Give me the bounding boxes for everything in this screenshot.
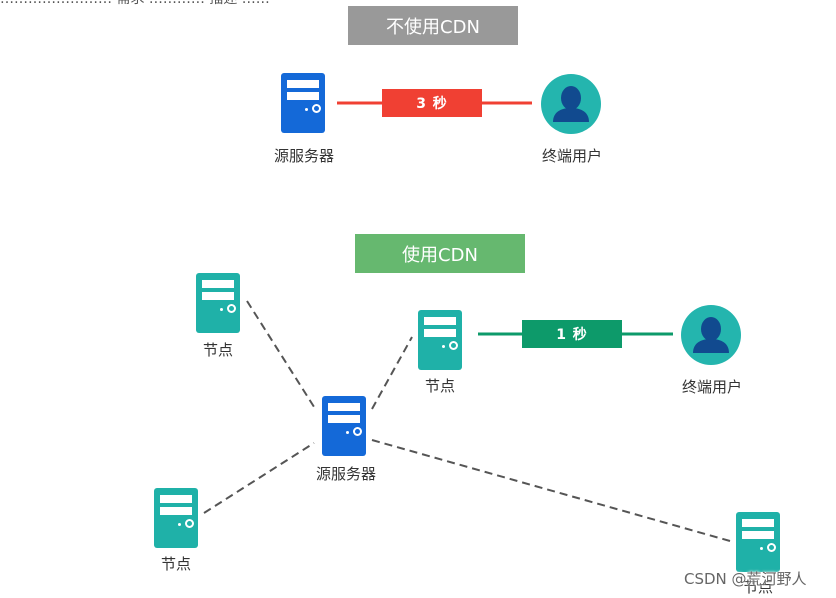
dashed-line-bottom-right-node xyxy=(371,439,731,542)
dashed-line-bottom-left-node xyxy=(203,442,315,514)
user-icon xyxy=(693,317,729,353)
dashed-line-center-node xyxy=(371,336,413,410)
without-cdn-banner: 不使用CDN xyxy=(348,6,518,45)
node-icon-bottom-right xyxy=(736,512,780,572)
node-label-bottom-left: 节点 xyxy=(160,555,191,573)
node-icon-center xyxy=(418,310,462,370)
node-label-top-left: 节点 xyxy=(202,341,233,359)
end-user-avatar-bottom xyxy=(681,305,741,365)
end-user-label-top: 终端用户 xyxy=(541,147,602,165)
node-label-center: 节点 xyxy=(424,377,455,395)
without-cdn-time-badge: 3 秒 xyxy=(382,89,482,117)
user-icon xyxy=(553,86,589,122)
node-label-bottom-right: 节点 xyxy=(742,578,773,596)
with-cdn-banner: 使用CDN xyxy=(355,234,525,273)
watermark: CSDN @荒河野人 xyxy=(684,570,807,588)
with-cdn-time-badge: 1 秒 xyxy=(522,320,622,348)
node-icon-top-left xyxy=(196,273,240,333)
node-icon-bottom-left xyxy=(154,488,198,548)
end-user-label-bottom: 终端用户 xyxy=(681,378,742,396)
origin-server-label-bottom: 源服务器 xyxy=(315,465,376,483)
origin-server-icon-bottom xyxy=(322,396,366,456)
origin-server-label-top: 源服务器 xyxy=(273,147,334,165)
origin-server-icon-top xyxy=(281,73,325,133)
dashed-line-top-left-node xyxy=(246,300,317,411)
top-cut-text: …………………… 需求 ………… 描述 …… xyxy=(0,0,270,8)
end-user-avatar-top xyxy=(541,74,601,134)
